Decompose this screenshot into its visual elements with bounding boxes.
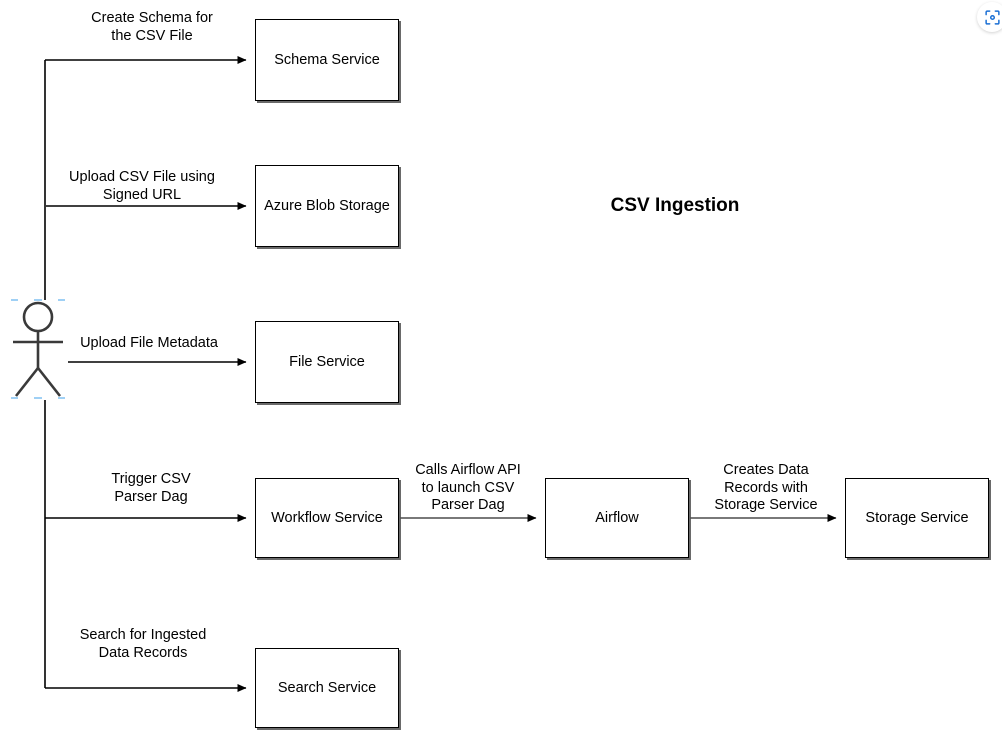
edge-label-create-schema: Create Schema for the CSV File (91, 10, 213, 44)
edge-label-calls-airflow-api: Calls Airflow API to launch CSV Parser D… (415, 462, 521, 514)
node-search-service[interactable]: Search Service (255, 648, 399, 728)
scan-focus-icon (984, 9, 1000, 25)
selection-handles (11, 299, 65, 399)
actor-stick-figure[interactable] (11, 299, 65, 399)
node-label: Storage Service (865, 509, 969, 526)
node-schema-service[interactable]: Schema Service (255, 19, 399, 101)
edge-trigger-csv-parser-dag (44, 400, 247, 688)
scan-focus-button[interactable] (977, 2, 1002, 32)
edge-label-upload-csv: Upload CSV File using Signed URL (69, 169, 215, 203)
node-azure-blob-storage[interactable]: Azure Blob Storage (255, 165, 399, 247)
node-label: Search Service (277, 679, 377, 696)
edge-label-upload-file-metadata: Upload File Metadata (80, 335, 218, 351)
node-label: Azure Blob Storage (264, 197, 390, 214)
node-label: Schema Service (274, 51, 380, 68)
page-title: CSV Ingestion (610, 195, 740, 216)
edge-label-search-ingested-records: Search for Ingested Data Records (79, 627, 207, 661)
node-file-service[interactable]: File Service (255, 321, 399, 403)
node-label: File Service (289, 353, 365, 370)
node-airflow[interactable]: Airflow (545, 478, 689, 558)
node-label: Airflow (595, 509, 639, 526)
edge-create-schema (44, 56, 247, 300)
node-workflow-service[interactable]: Workflow Service (255, 478, 399, 558)
edge-label-creates-data-records: Creates Data Records with Storage Servic… (714, 462, 818, 514)
node-storage-service[interactable]: Storage Service (845, 478, 989, 558)
edge-label-trigger-csv-parser-dag: Trigger CSV Parser Dag (111, 471, 191, 505)
node-label: Workflow Service (271, 509, 383, 526)
